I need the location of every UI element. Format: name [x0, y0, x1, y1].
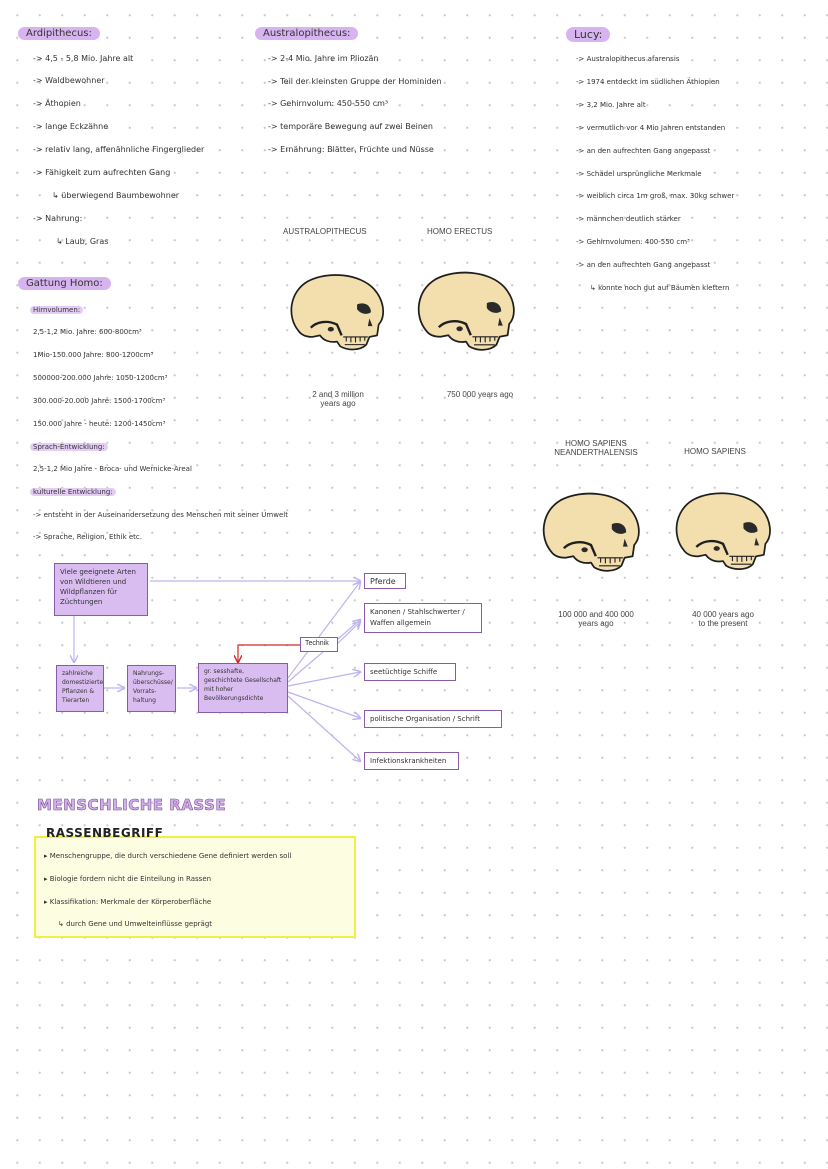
- kultur-label: kulturelle Entwicklung:: [30, 486, 116, 498]
- homo-erectus-skull-image: [410, 262, 522, 362]
- austr-item: -> Gehirnvolum: 450-550 cm³: [268, 99, 389, 108]
- hirnvolumen-item: 1Mio-150.000 Jahre: 800-1200cm³: [33, 351, 154, 359]
- rasse-item: ▸ Biologie fordern nicht die Einteilung …: [44, 875, 212, 883]
- homo-sapiens-skull-image: [668, 476, 778, 588]
- lucy-item: -> weiblich circa 1m groß, max. 30kg sch…: [576, 192, 735, 200]
- rassenbegriff-box: [34, 836, 356, 938]
- flow-box-technik: Technik: [300, 637, 338, 652]
- hirnvolumen-item: 500000-200.000 Jahre: 1050-1200cm³: [33, 374, 168, 382]
- kultur-item: -> Sprache, Religion, Ethik etc.: [33, 533, 142, 541]
- lucy-item: -> Gehirnvolumen: 400-550 cm³: [576, 238, 690, 246]
- lucy-tag: Lucy:: [566, 27, 611, 42]
- skull-age: 750 000 years ago: [446, 390, 514, 399]
- lucy-item: -> vermutlich vor 4 Mio Jahren entstande…: [576, 124, 726, 132]
- skull-label: AUSTRALOPITHECUS: [283, 227, 367, 236]
- austr-item: -> temporäre Bewegung auf zwei Beinen: [268, 122, 433, 131]
- hirnvolumen-item: 2,5-1,2 Mio. Jahre: 600-800cm³: [33, 328, 142, 336]
- flow-box-politik: politische Organisation / Schrift: [364, 710, 502, 728]
- lucy-item: -> 1974 entdeckt im südlichen Äthiopien: [576, 78, 720, 86]
- lucy-item: -> männchen deutlich stärker: [576, 215, 681, 223]
- ardipithecus-tag: Ardipithecus:: [18, 27, 100, 40]
- australopithecus-skull-image: [283, 258, 391, 368]
- rasse-item: ↳ durch Gene und Umwelteinflüsse geprägt: [58, 920, 213, 928]
- lucy-item: -> an den aufrechten Gang angepasst: [576, 147, 711, 155]
- kultur-item: -> entsteht in der Auseinandersetzung de…: [33, 511, 288, 519]
- ardi-item: -> 4,5 - 5,8 Mio. Jahre alt: [33, 54, 134, 63]
- sprach-item: 2,5-1,2 Mio Jahre - Broca- und Wernicke-…: [33, 465, 192, 473]
- ardi-item: ↳ Laub, Gras: [56, 237, 109, 246]
- lucy-item: -> 3,2 Mio. Jahre alt: [576, 101, 646, 109]
- ardi-item: -> Äthopien: [33, 99, 81, 108]
- neanderthal-skull-image: [535, 478, 647, 588]
- rasse-item: ▸ Klassifikation: Merkmale der Körperobe…: [44, 898, 212, 906]
- ardi-item: -> Fähigkeit zum aufrechten Gang: [33, 168, 171, 177]
- lucy-item: -> an den aufrechten Gang angepasst: [576, 261, 711, 269]
- flow-box-schiffe: seetüchtige Schiffe: [364, 663, 456, 681]
- flow-box-waffen: Kanonen / Stahlschwerter /Waffen allgeme…: [364, 603, 482, 633]
- ardi-item: -> Waldbewohner: [33, 76, 105, 85]
- rasse-item: ▸ Menschengruppe, die durch verschiedene…: [44, 852, 292, 860]
- ardi-item: ↳ überwiegend Baumbewohner: [52, 191, 180, 200]
- hirnvolumen-label: Hirnvolumen:: [30, 304, 84, 316]
- austr-item: -> 2-4 Mio. Jahre im Pliozän: [268, 54, 379, 63]
- hirnvolumen-item: 300.000-20.000 Jahre: 1500-1700cm³: [33, 397, 166, 405]
- flow-box-pferde: Pferde: [364, 573, 406, 589]
- ardi-item: -> Nahrung:: [33, 214, 83, 223]
- gattung-homo-tag: Gattung Homo:: [18, 277, 111, 290]
- sprach-label: Sprach-Entwicklung:: [30, 441, 108, 453]
- austr-item: -> Teil der kleinsten Gruppe der Hominid…: [268, 77, 442, 86]
- skull-label: HOMO ERECTUS: [427, 227, 493, 236]
- lucy-item: -> Schädel ursprüngliche Merkmale: [576, 170, 702, 178]
- lucy-item: -> Australopithecus afarensis: [576, 55, 680, 63]
- ardi-item: -> lange Eckzähne: [33, 122, 109, 131]
- flow-box-nahrung: Nahrungs-überschüsse/Vorrats-haltung: [127, 665, 176, 712]
- australopithecus-tag: Australopithecus:: [255, 27, 359, 40]
- ardi-item: -> relativ lang, affenähnliche Fingergli…: [33, 145, 205, 154]
- austr-item: -> Ernährung: Blätter, Früchte und Nüsse: [268, 145, 434, 154]
- rassenbegriff-heading: RASSENBEGRIFF: [46, 826, 164, 840]
- menschliche-rasse-heading: MENSCHLICHE RASSE: [37, 796, 227, 815]
- hirnvolumen-item: 150.000 Jahre - heute: 1200-1450cm³: [33, 420, 166, 428]
- lucy-item: ↳ konnte noch gut auf Bäumen klettern: [590, 284, 730, 292]
- skull-label: HOMO SAPIENS: [684, 447, 746, 456]
- flow-box-infektion: Infektionskrankheiten: [364, 752, 459, 770]
